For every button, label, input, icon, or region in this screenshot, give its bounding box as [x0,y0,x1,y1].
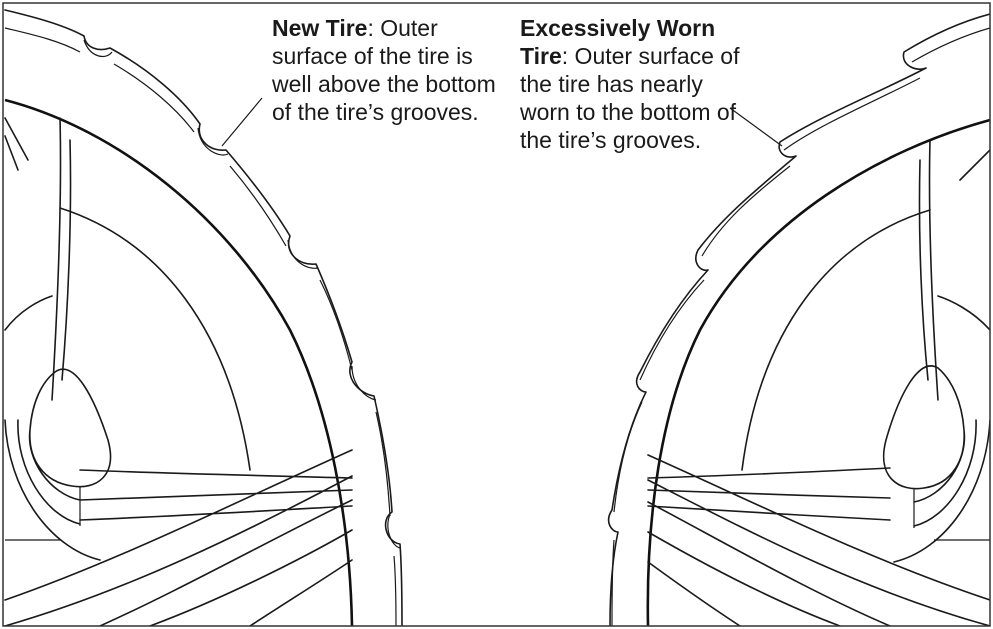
worn-tire-inner-edge [646,118,990,626]
worn-tire-pointer-line [729,107,783,147]
worn-tire-caption: Excessively Worn Tire: Outer surface of … [520,14,745,154]
new-tire-pointer-line [221,97,263,147]
new-tire-shoulder-line [4,27,397,626]
worn-tire-description: : Outer surface of the tire has nearly w… [520,43,740,153]
new-tire-inner-edge [4,98,354,626]
worn-tire-rim-arc [741,209,931,471]
worn-tire-title: Excessively Worn Tire [520,15,716,69]
worn-tire-hub [883,365,990,563]
new-tire-description: : Outer surface of the tire is well abov… [272,15,496,125]
new-tire-title: New Tire [272,15,368,41]
worn-tire-drawing [607,13,990,626]
new-tire-hub [4,368,112,561]
worn-tire-tread-outline [607,13,990,626]
new-tire-spokes [4,117,353,626]
new-tire-drawing [4,9,403,626]
worn-tire-hub-detail [913,488,990,541]
worn-tire-spokes [647,139,990,626]
worn-tire-shoulder-line [611,27,990,626]
new-tire-hub-detail [5,486,81,541]
new-tire-groove-bottoms [83,39,401,549]
new-tire-caption: New Tire: Outer surface of the tire is w… [272,14,504,126]
new-tire-rim-arc [59,207,251,471]
